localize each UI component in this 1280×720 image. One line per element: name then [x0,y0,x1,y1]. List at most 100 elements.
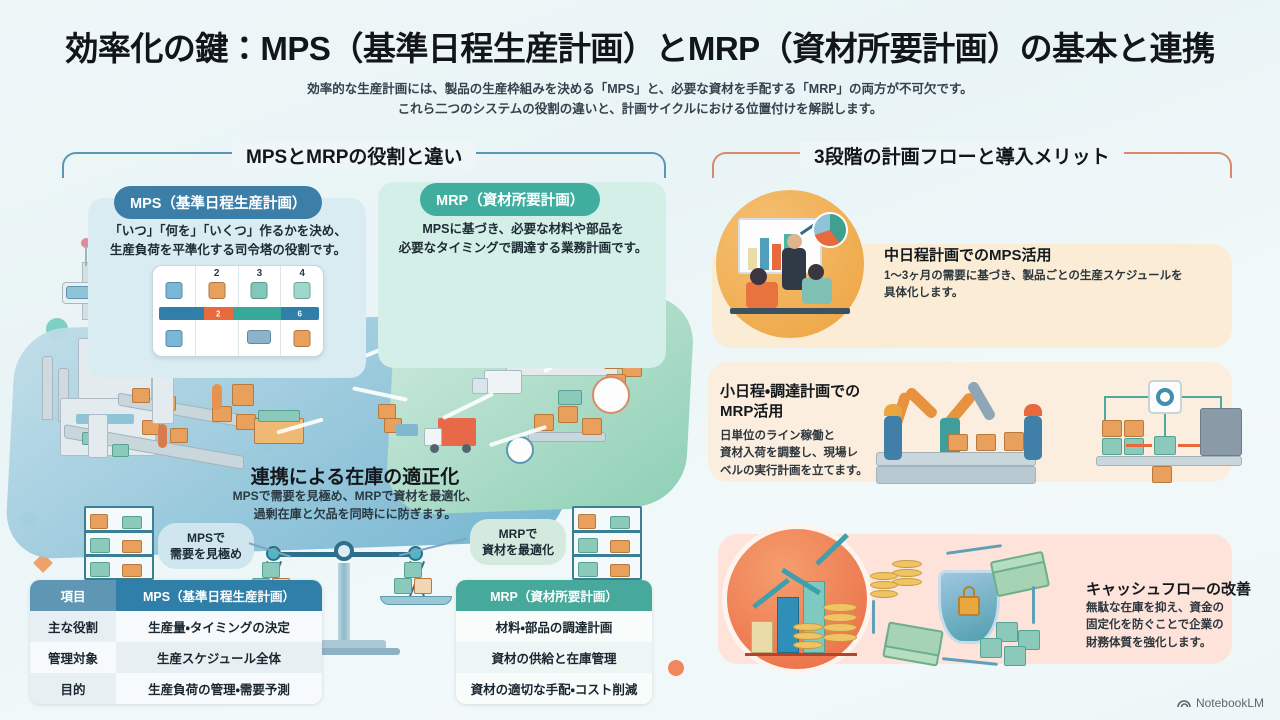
production-schedule-card: 2 3 4 2 6 [152,265,324,357]
right-section-title: 3段階の計画フローと導入メリット [800,142,1124,169]
table-cell-item: 目的 [30,673,116,704]
middle-sub-line2: 過剰在庫と欠品を同時にに防ぎます。 [253,507,457,521]
balance-scale-foot [288,648,400,655]
cart-box [558,390,582,405]
bar-chart-bar [751,621,773,653]
floor-box [1152,466,1172,483]
middle-sub-line1: MPSで需要を見極め、MRPで資材を最適化、 [232,489,478,503]
worker-figure [158,424,167,448]
worker-figure [1024,416,1042,460]
rack-box [122,516,142,529]
material-loop-arrow [1104,396,1148,398]
table-row: 目的 生産負荷の管理・需要予測 [30,673,322,704]
rack-box [90,538,110,553]
table-header-mps: MPS（基準日程生産計画） [116,580,322,611]
schedule-column: 4 [281,266,323,356]
middle-subtitle: MPSで需要を見極め、MRPで資材を最適化、 過剰在庫と欠品を同時にに防ぎます。 [150,487,560,523]
balance-scale-pivot [334,541,354,561]
table-row: 資材の適切な手配・コスト削減 [456,673,652,704]
inventory-cube-icon [1018,630,1040,650]
rack-box [578,514,596,529]
forklift-load [378,404,396,419]
rack-box [610,564,630,577]
material-loop-arrow [1164,414,1166,438]
cart-box [582,418,602,435]
gear-icon [1156,388,1174,406]
flow-card-2-title-line2: MRP活用 [720,403,784,421]
scanned-box [1154,436,1176,455]
page-title: 効率化の鍵：MPS（基準日程生産計画）とMRP（資材所要計画）の基本と連携 [65,30,1215,67]
crate-contents [258,410,300,422]
coin-stack-icon [870,572,898,580]
person-figure [802,278,832,304]
lock-icon [958,596,980,616]
chimney-icon [42,356,53,420]
worker-figure [212,384,222,410]
table-cell-item: 主な役割 [30,611,116,642]
product-box [236,414,256,430]
table-header-row: MRP（資材所要計画） [456,580,652,611]
product-box [112,444,129,457]
meeting-table [730,308,850,314]
pallet-cart [528,432,606,442]
rack-box [122,564,142,577]
product-box [132,388,150,403]
table-cell-item: 管理対象 [30,642,116,673]
flow-card-1-title: 中日程計画でのMPS活用 [884,247,1052,264]
coin-stack-icon [793,623,823,631]
rack-box [610,540,630,553]
mrp-pill-line1: MRPで [498,527,538,541]
coin-stack-icon [870,581,898,589]
mrp-scale-pill: MRPで 資材を最適化 [470,519,567,566]
inventory-cube-icon [1004,646,1026,666]
product-box [170,428,188,443]
schedule-timeline-bar: 2 6 [159,307,319,320]
notebooklm-logo-icon [1177,700,1191,708]
balance-scale-base [302,640,386,650]
table-header-item: 項目 [30,580,116,611]
rack-shelf [84,554,154,557]
comparison-table-mrp: MRP（資材所要計画） 材料・部品の調達計画 資材の供給と在庫管理 資材の適切な… [456,580,652,704]
flow-card-2-title-line1: 小日程・調達計画での [720,383,861,400]
flow-card-1-body-line2: 具体化します。 [884,287,964,300]
mrp-body-line1: MPSに基づき、必要な材料や部品を [422,222,624,236]
stacked-box [1102,420,1122,437]
table-cell-mps: 生産負荷の管理・需要予測 [116,673,322,704]
cycle-arrow-icon [872,600,875,634]
watermark-label: NotebookLM [1195,696,1264,710]
flow-card-2-body: 日単位のライン稼働と 資材入荷を調整し、現場レ ベルの実行計画を立てます。 [720,428,890,480]
worker-figure [884,416,902,460]
rack-box [578,562,598,577]
growth-arrow-icon [815,533,849,566]
rack-shelf [84,530,154,533]
mps-pill-line2: 需要を見極め [170,547,243,562]
machine-unit [88,414,108,458]
transfer-arrow [1126,444,1152,447]
mps-card-body: 「いつ」「何を」「いくつ」作るかを決め、 生産負荷を平準化する司令塔の役割です。 [92,222,364,261]
coin-stack-icon [823,613,857,622]
coin-stack-icon [823,633,857,642]
cart-box [558,406,578,423]
rack-box [90,562,110,577]
inventory-cube-icon [996,622,1018,642]
schedule-cube-icon [165,330,183,347]
mps-card-label: MPS（基準日程生産計画） [114,186,323,219]
schedule-cube-icon [208,282,226,299]
balance-load-box [404,562,422,578]
timeline-segment [232,307,281,320]
table-cell-mps: 生産量・タイミングの決定 [116,611,322,642]
material-loop-arrow [1182,396,1222,398]
mrp-card-body: MPSに基づき、必要な材料や部品を 必要なタイミングで調達する業務計画です。 [380,220,666,259]
table-header-mrp: MRP（資材所要計画） [456,580,652,611]
coin-stack-icon [823,603,857,612]
control-tower-pole [85,246,87,266]
schedule-cube-icon [250,282,268,299]
flow-card-2-body-line2: 資材入荷を調整し、現場レ [720,447,858,460]
mps-pill-line1: MPSで [187,531,226,545]
mps-body-line2: 生産負荷を平準化する司令塔の役割です。 [109,243,347,258]
schedule-column-number: 4 [299,268,305,279]
machine-terminal [1200,408,1242,456]
coin-stack-icon [892,560,922,568]
timeline-segment [159,307,204,320]
